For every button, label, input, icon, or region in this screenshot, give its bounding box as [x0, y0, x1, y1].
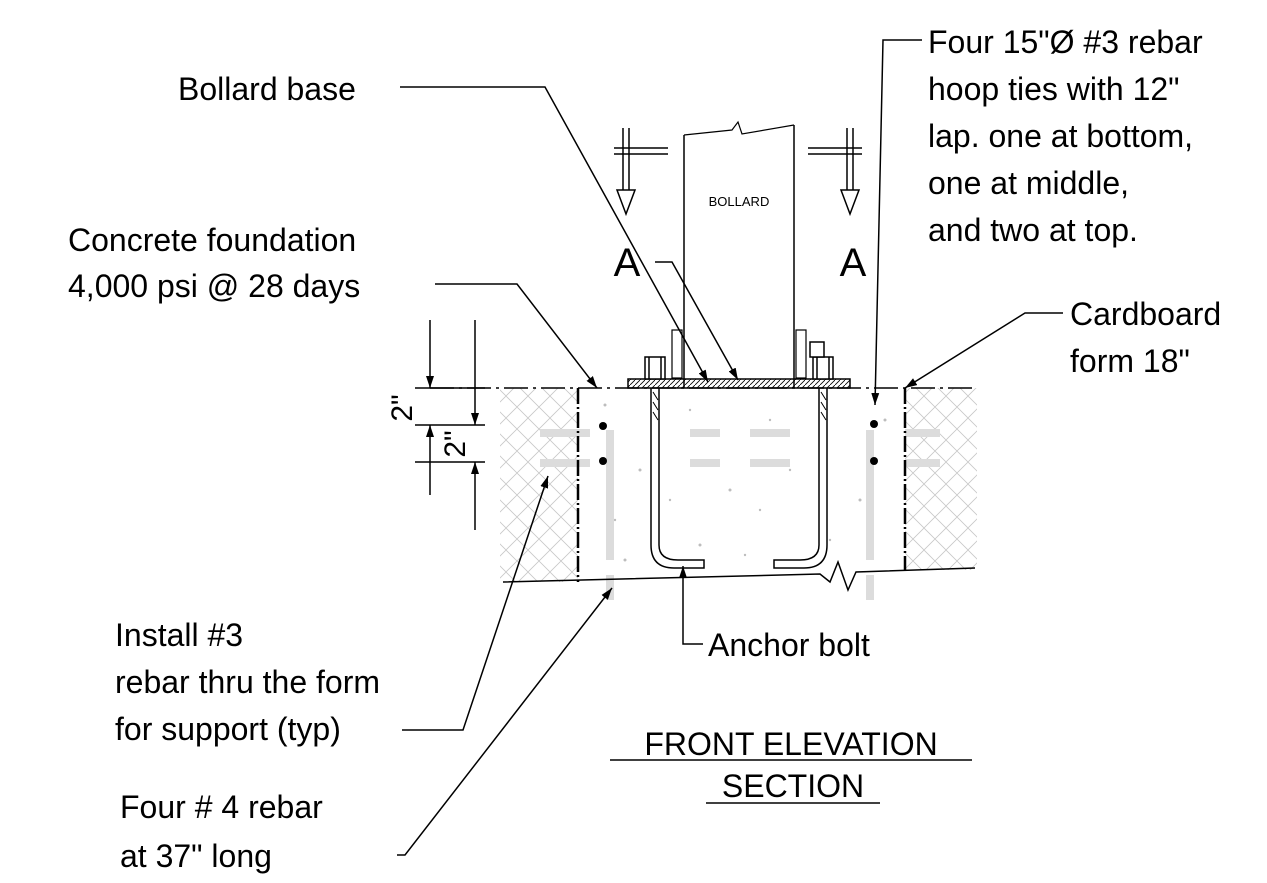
section-cut-right	[808, 128, 862, 217]
rebar-dots	[599, 420, 878, 465]
concrete-line: Concrete foundation	[68, 222, 356, 258]
soil-hatch-left	[500, 388, 578, 582]
four-rebar-line: Four # 4 rebar	[120, 789, 323, 825]
dimension-label-second: 2"	[439, 430, 472, 457]
section-mark-right: A	[840, 241, 867, 285]
four-rebar-line: at 37" long	[120, 838, 272, 874]
label-cardboard: Cardboard form 18"	[1070, 296, 1221, 379]
concrete-speckles	[603, 403, 887, 562]
label-concrete: Concrete foundation 4,000 psi @ 28 days	[68, 222, 360, 304]
dimension-lines	[415, 320, 485, 530]
label-hoop-ties: Four 15"Ø #3 rebar hoop ties with 12" la…	[928, 24, 1203, 248]
leader-cardboard	[904, 312, 1063, 389]
drawing-title: FRONT ELEVATION SECTION	[644, 726, 937, 804]
cardboard-line: Cardboard	[1070, 296, 1221, 332]
title-line: SECTION	[722, 768, 864, 804]
label-anchor-bolt: Anchor bolt	[708, 627, 870, 663]
install-rebar-line: for support (typ)	[115, 711, 341, 747]
cardboard-line: form 18"	[1070, 343, 1190, 379]
anchor-bolt-right	[773, 341, 834, 569]
section-mark-left: A	[614, 241, 641, 285]
install-rebar-line: Install #3	[115, 617, 243, 653]
foundation-bottom-line	[502, 559, 976, 593]
hoop-ties-line: hoop ties with 12"	[928, 71, 1180, 107]
hoop-ties-line: Four 15"Ø #3 rebar	[928, 24, 1203, 60]
bollard-post	[671, 120, 807, 388]
label-bollard-base: Bollard base	[178, 71, 356, 107]
label-bollard: BOLLARD	[709, 194, 770, 209]
title-line: FRONT ELEVATION	[644, 726, 937, 762]
leader-section-a	[655, 261, 739, 381]
base-plate	[627, 378, 851, 389]
dimension-label-top: 2"	[386, 394, 419, 421]
concrete-line: 4,000 psi @ 28 days	[68, 268, 360, 304]
rebar-grid-ghost	[540, 429, 940, 600]
cardboard-form	[576, 388, 907, 582]
leader-four-rebar	[397, 587, 613, 856]
install-rebar-line: rebar thru the form	[115, 664, 380, 700]
label-four-rebar: Four # 4 rebar at 37" long	[120, 789, 323, 874]
leaders	[397, 39, 1063, 856]
leader-install-rebar	[402, 475, 549, 731]
label-install-rebar: Install #3 rebar thru the form for suppo…	[115, 617, 380, 747]
leader-hoop-ties	[871, 39, 922, 406]
hoop-ties-line: lap. one at bottom,	[928, 118, 1193, 154]
soil-hatch-right	[905, 388, 977, 570]
hoop-ties-line: and two at top.	[928, 212, 1138, 248]
leader-anchor-bolt	[679, 566, 703, 645]
leader-concrete	[435, 283, 598, 389]
section-cut-left	[614, 128, 668, 217]
leader-bollard-base	[400, 86, 709, 383]
anchor-bolt-left	[644, 356, 705, 569]
hoop-ties-line: one at middle,	[928, 165, 1129, 201]
